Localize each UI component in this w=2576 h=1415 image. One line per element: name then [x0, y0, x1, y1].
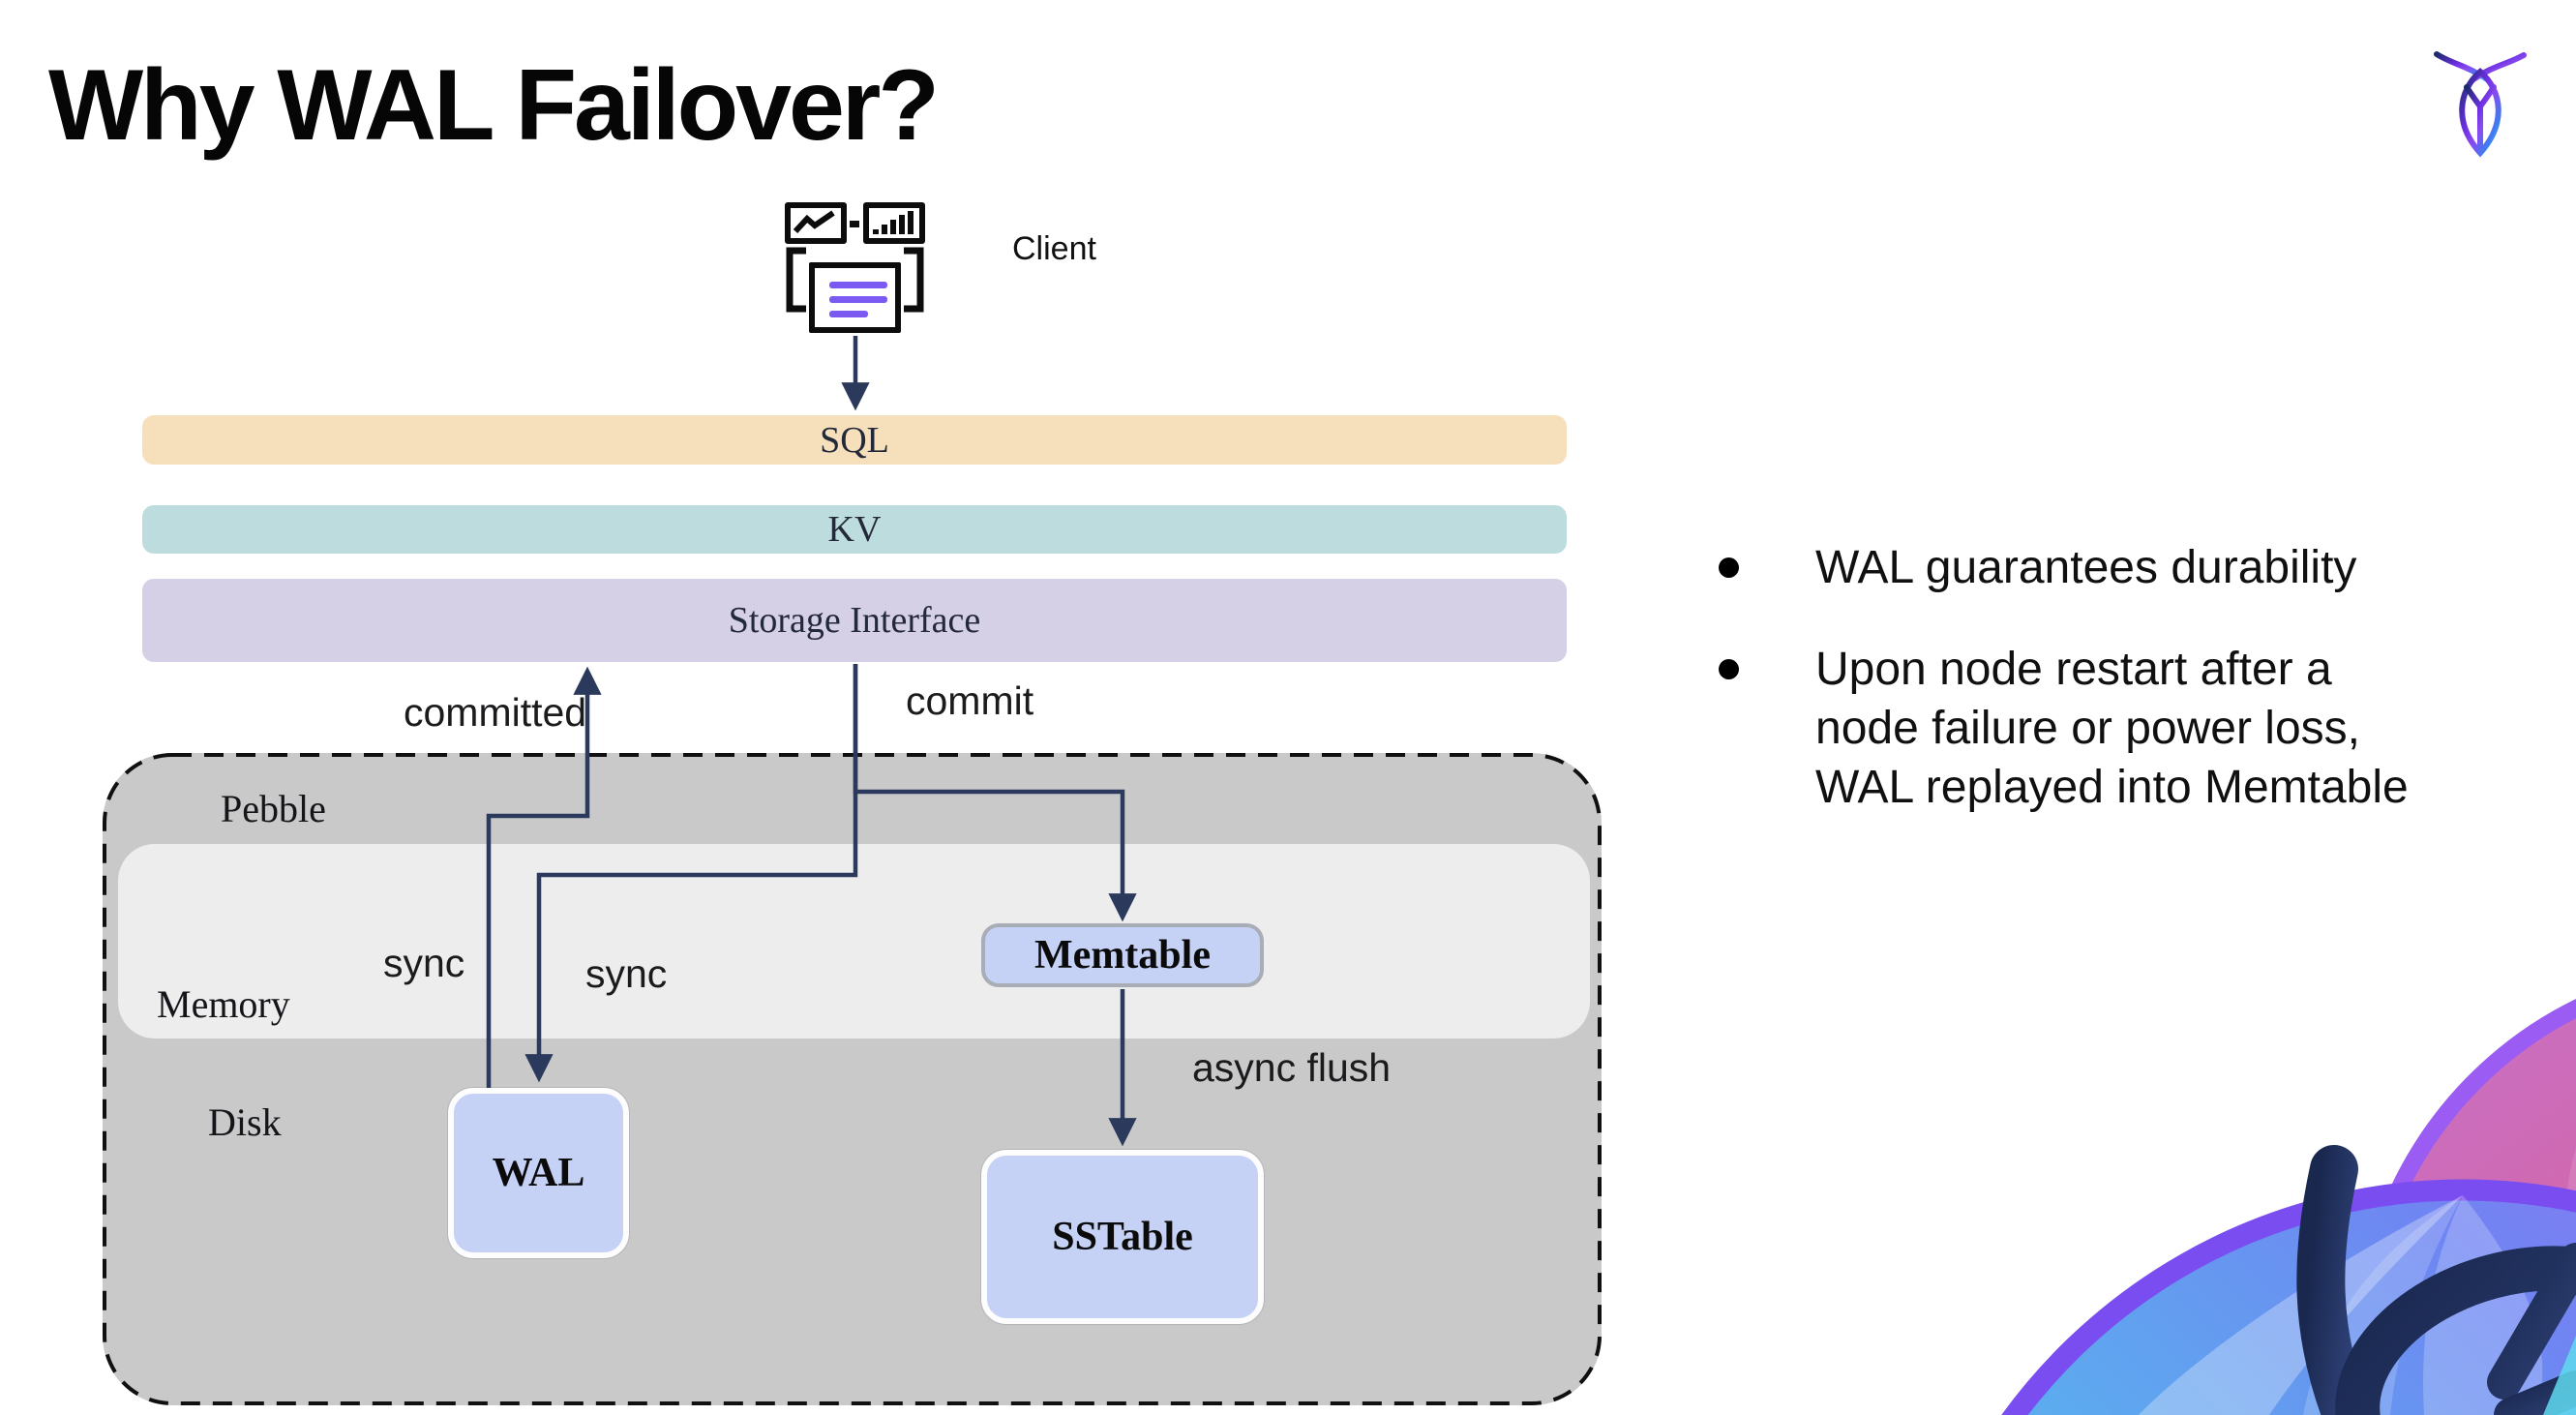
- bullet-item: Upon node restart after a node failure o…: [1719, 640, 2570, 817]
- bracket-right-icon: [904, 247, 924, 313]
- art-cyan-wedge: [2543, 1336, 2576, 1415]
- committed-arrow-label: committed: [404, 690, 587, 735]
- wal-label: WAL: [492, 1151, 585, 1195]
- bullet-line: WAL replayed into Memtable: [1815, 762, 2409, 813]
- memory-label: Memory: [157, 982, 290, 1026]
- line-chart-icon: [785, 202, 847, 244]
- memory-band: [118, 844, 1590, 1039]
- disk-label: Disk: [208, 1100, 282, 1144]
- sstable-label: SSTable: [1052, 1215, 1193, 1259]
- layer-bar-storage-interface: Storage Interface: [142, 579, 1567, 662]
- pebble-label: Pebble: [221, 787, 326, 830]
- sync-right-arrow-label: sync: [585, 951, 668, 996]
- art-navy-diag: [2487, 1243, 2576, 1400]
- layer-bar-kv: KV: [142, 505, 1567, 554]
- sync-left-arrow-label: sync: [383, 941, 465, 985]
- bracket-left-icon: [786, 247, 806, 313]
- layer-bar-kv-label: KV: [827, 509, 882, 550]
- body-stem: [2464, 84, 2497, 154]
- sstable-box: SSTable: [981, 1150, 1264, 1324]
- commit-arrow-label: commit: [906, 678, 1034, 723]
- icon-connector-dash: [850, 221, 859, 227]
- art-blue-sphere: [2015, 1190, 2576, 1415]
- layer-bar-sql-label: SQL: [820, 419, 889, 461]
- wal-box: WAL: [448, 1088, 629, 1258]
- bullet-item: WAL guarantees durability: [1719, 538, 2570, 597]
- page-title: Why WAL Failover?: [48, 49, 940, 162]
- memtable-label: Memtable: [1034, 933, 1211, 978]
- corner-brand-art: [2001, 999, 2576, 1415]
- client-label: Client: [1012, 230, 1096, 267]
- bullet-dot: [1719, 557, 1739, 578]
- async-flush-arrow-label: async flush: [1192, 1045, 1392, 1090]
- memtable-box: Memtable: [981, 923, 1264, 987]
- bullet-text: Upon node restart after a node failure o…: [1815, 640, 2409, 817]
- art-navy-stem: [2296, 1145, 2371, 1415]
- bullet-text: WAL guarantees durability: [1815, 538, 2356, 597]
- bullet-line: WAL guarantees durability: [1815, 542, 2357, 593]
- cockroachdb-logo: [2434, 51, 2527, 158]
- bar-chart-icon: [863, 202, 925, 244]
- document-icon: [809, 262, 901, 333]
- bullet-line: Upon node restart after a: [1815, 644, 2332, 695]
- bullet-line: node failure or power loss,: [1815, 703, 2360, 754]
- layer-bar-storage-interface-label: Storage Interface: [728, 600, 981, 641]
- bullet-dot: [1719, 659, 1739, 679]
- art-navy-ring: [2335, 1246, 2576, 1415]
- bullet-list: WAL guarantees durability Upon node rest…: [1719, 538, 2570, 817]
- layer-bar-sql: SQL: [142, 415, 1567, 465]
